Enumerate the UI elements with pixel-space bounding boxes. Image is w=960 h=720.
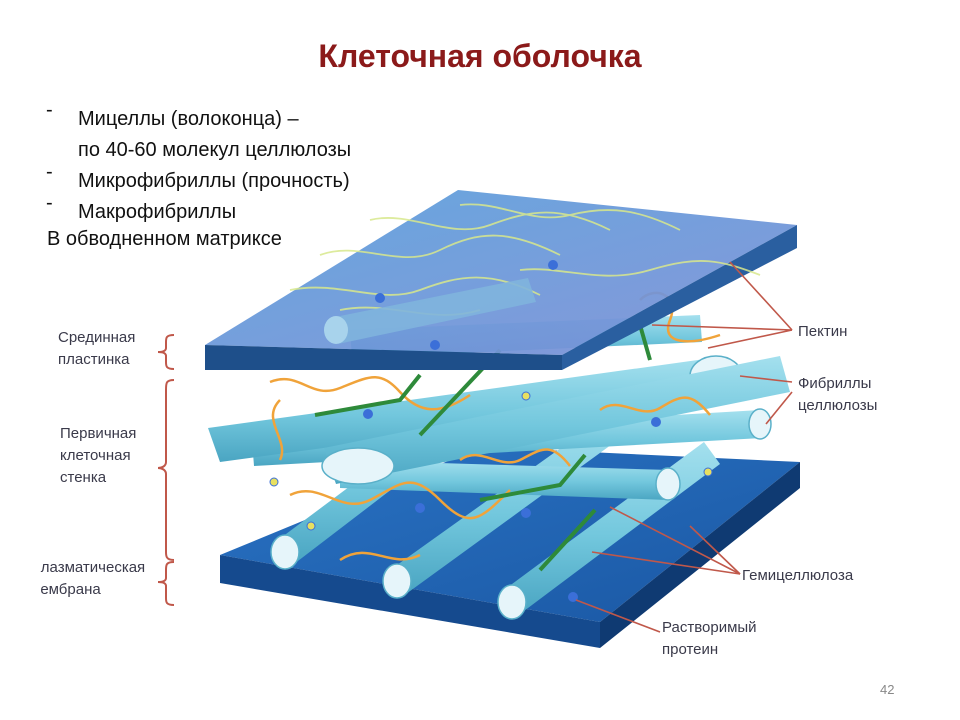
label-middle-lamella-2: пластинка	[58, 351, 130, 368]
bullet-text: Макрофибриллы	[78, 201, 237, 223]
label-cellulose-fibrils-1: Фибриллы	[798, 375, 871, 392]
callout-line-hemicellulose	[591, 551, 741, 575]
bullet-marker: -	[46, 192, 53, 214]
bracket-primary-wall	[157, 379, 175, 561]
label-plasma-membrane-2: мембрана	[40, 581, 101, 598]
left-brackets	[157, 334, 175, 606]
membrane-side-face	[600, 462, 800, 648]
membrane-front-face	[220, 555, 600, 648]
callout-line-protein	[575, 599, 661, 633]
bracket-middle-lamella	[157, 334, 175, 370]
bullet-list: - Мицеллы (волоконца) – по 40-60 молекул…	[44, 99, 352, 228]
label-pectin: Пектин	[798, 323, 847, 340]
slide-title: Клеточная оболочка	[318, 38, 642, 74]
cellulose-fibril	[382, 420, 615, 599]
callout-line-fibrils	[765, 391, 793, 425]
page-number: 42	[880, 682, 895, 697]
lamella-side-face	[562, 225, 797, 370]
bullet-marker: -	[46, 99, 53, 121]
bullet-item: - Макрофибриллы	[44, 192, 351, 228]
protein-yellow-dots	[269, 391, 713, 531]
middle-lamella-slab	[205, 190, 797, 370]
matrix-note: В обводненном матриксе	[47, 228, 282, 250]
label-hemicellulose: Гемицеллюлоза	[742, 567, 854, 584]
cellulose-fibril	[321, 356, 790, 485]
label-soluble-protein-1: Растворимый	[662, 619, 757, 636]
lamella-front-face	[205, 345, 562, 370]
callout-line-pectin	[729, 261, 793, 331]
label-soluble-protein-2: протеин	[662, 641, 718, 658]
callout-line-hemicellulose	[689, 525, 741, 575]
lamella-pectin-threads	[289, 203, 761, 316]
bullet-marker: -	[46, 161, 53, 183]
label-primary-wall-3: стенка	[60, 469, 107, 486]
bullet-text-continuation: по 40-60 молекул целлюлозы	[78, 139, 352, 161]
bullet-text: Микрофибриллы (прочность)	[78, 170, 350, 192]
label-middle-lamella-1: Срединная	[58, 329, 135, 346]
callout-line-pectin	[651, 324, 793, 331]
bullet-text: Мицеллы (волоконца) –	[78, 108, 299, 130]
callout-lines	[575, 261, 793, 633]
lamella-fibril	[324, 278, 536, 344]
callout-line-fibrils	[739, 375, 793, 383]
label-primary-wall-1: Первичная	[60, 425, 136, 442]
soluble-protein-dots	[363, 260, 661, 602]
label-plasma-membrane-1: Плазматическая	[40, 559, 145, 576]
cellulose-fibril	[340, 460, 681, 501]
callout-line-pectin	[707, 329, 793, 349]
label-primary-wall-2: клеточная	[60, 447, 131, 464]
bullet-item: - Мицеллы (волоконца) – по 40-60 молекул…	[44, 99, 352, 166]
callout-line-hemicellulose	[609, 506, 741, 575]
label-cellulose-fibrils-2: целлюлозы	[798, 397, 877, 414]
hemicellulose-strands	[314, 324, 652, 572]
cell-wall-diagram: Срединная пластинка Первичная клеточная …	[40, 190, 877, 658]
bullet-item: - Микрофибриллы (прочность)	[44, 161, 351, 197]
bracket-plasma-membrane	[157, 561, 175, 606]
